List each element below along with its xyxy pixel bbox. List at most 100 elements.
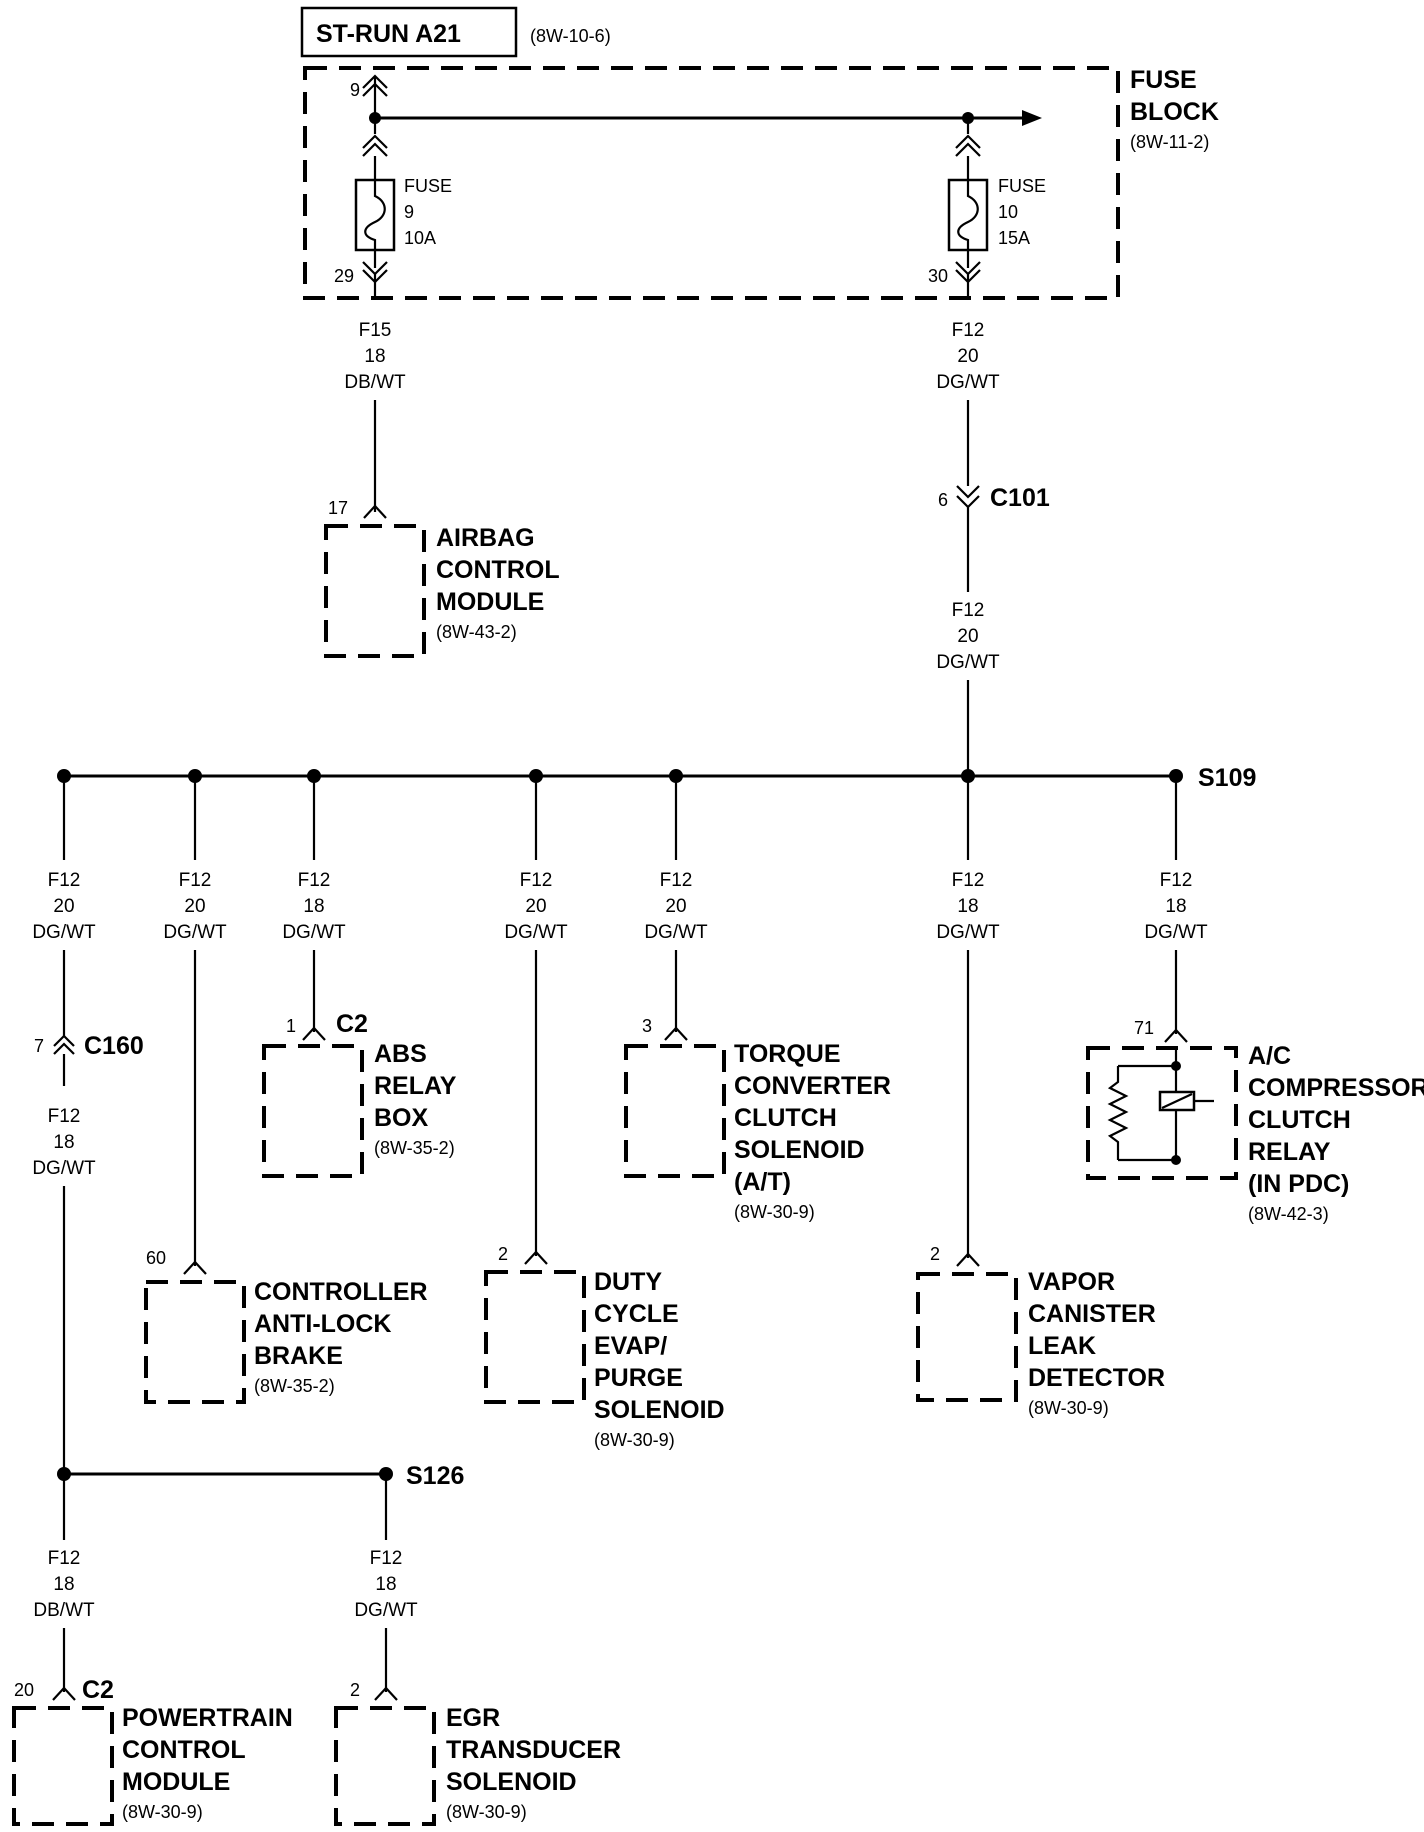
airbag-line1: AIRBAG [436,524,535,552]
egr-box [334,1706,436,1826]
fuse-block-outline [303,66,1120,300]
pcm-circuit: F12 [48,1548,81,1569]
torque-line4: SOLENOID [734,1136,865,1164]
header-title: ST-RUN A21 [316,20,461,48]
b7-gauge: 18 [1165,896,1186,917]
torque-line2: CONVERTER [734,1072,891,1100]
vapor-pin: 2 [930,1244,940,1264]
s109-label: S109 [1198,764,1256,792]
torque-box [624,1044,726,1178]
ac-line5: (IN PDC) [1248,1170,1349,1198]
ac-ref: (8W-42-3) [1248,1204,1329,1224]
b6-color: DG/WT [936,922,1000,943]
wire-f12-fuse10-gauge: 20 [957,346,978,367]
b6-gauge: 18 [957,896,978,917]
egr-line2: TRANSDUCER [446,1736,621,1764]
b2-color: DG/WT [163,922,227,943]
egr-circuit: F12 [370,1548,403,1569]
controller-line2: ANTI-LOCK [254,1310,391,1338]
fuse-block-input-pin: 9 [350,80,360,100]
wire-f15-circuit: F15 [359,320,392,341]
wire-f12-fuse10-circuit: F12 [952,320,985,341]
ac-line1: A/C [1248,1042,1291,1070]
fuse-9-rating: 10A [404,228,436,248]
pcm-line1: POWERTRAIN [122,1704,293,1732]
airbag-pin-symbol [363,504,387,519]
duty-ref: (8W-30-9) [594,1430,675,1450]
ac-line2: COMPRESSOR [1248,1074,1424,1102]
egr-line3: SOLENOID [446,1768,577,1796]
ac-pin: 71 [1134,1018,1154,1038]
b5-gauge: 20 [665,896,686,917]
vapor-line3: LEAK [1028,1332,1096,1360]
wire-f15-gauge: 18 [364,346,385,367]
abs-pin-symbol [302,1026,326,1041]
pcm-conn: C2 [82,1676,114,1704]
c160-symbol [53,1034,75,1055]
b5-color: DG/WT [644,922,708,943]
pcm-pin: 20 [14,1680,34,1700]
b4-gauge: 20 [525,896,546,917]
wire-f12-fuse10-color: DG/WT [936,372,1000,393]
pcm-line2: CONTROL [122,1736,246,1764]
controller-line3: BRAKE [254,1342,343,1370]
egr-gauge: 18 [375,1574,396,1595]
abs-ref: (8W-35-2) [374,1138,455,1158]
vapor-ref: (8W-30-9) [1028,1398,1109,1418]
b4-color: DG/WT [504,922,568,943]
abs-line1: ABS [374,1040,427,1068]
pcm-line3: MODULE [122,1768,230,1796]
torque-line5: (A/T) [734,1168,791,1196]
vapor-box [916,1272,1018,1402]
pcm-pin-symbol [52,1686,76,1701]
egr-line1: EGR [446,1704,500,1732]
pcm-color: DB/WT [33,1600,95,1621]
abs-box [262,1044,364,1178]
vapor-line1: VAPOR [1028,1268,1115,1296]
egr-pin-symbol [374,1686,398,1701]
c101-pin: 6 [938,490,948,510]
fuse-9 [354,118,396,300]
fuse-9-number: 9 [404,202,414,222]
abs-conn: C2 [336,1010,368,1038]
c160-pin: 7 [34,1036,44,1056]
duty-box [484,1270,586,1404]
wire-f12-c101-color: DG/WT [936,652,1000,673]
egr-pin: 2 [350,1680,360,1700]
duty-pin: 2 [498,1244,508,1264]
controller-line1: CONTROLLER [254,1278,428,1306]
torque-line3: CLUTCH [734,1104,837,1132]
fuse-10 [947,118,989,300]
wire-f12-c101-circuit: F12 [952,600,985,621]
duty-line1: DUTY [594,1268,662,1296]
b7-color: DG/WT [1144,922,1208,943]
fuse-10-label: FUSE [998,176,1046,196]
abs-line3: BOX [374,1104,429,1132]
abs-line2: RELAY [374,1072,457,1100]
airbag-module-box [324,524,426,658]
duty-line4: PURGE [594,1364,683,1392]
vapor-pin-symbol [956,1252,980,1267]
torque-line1: TORQUE [734,1040,841,1068]
bus-arrow [1022,110,1042,126]
torque-ref: (8W-30-9) [734,1202,815,1222]
c101-symbol [956,485,980,509]
wire-f12-c101-gauge: 20 [957,626,978,647]
branch-drops [62,776,1178,860]
abs-pin: 1 [286,1016,296,1036]
s126-label: S126 [406,1462,464,1490]
c160-color: DG/WT [32,1158,96,1179]
b2-gauge: 20 [184,896,205,917]
vapor-line2: CANISTER [1028,1300,1156,1328]
wire-f15-color: DB/WT [344,372,406,393]
ac-relay-box [1086,1046,1238,1180]
controller-pin-symbol [183,1260,207,1275]
pcm-ref: (8W-30-9) [122,1802,203,1822]
duty-line2: CYCLE [594,1300,679,1328]
b5-circuit: F12 [660,870,693,891]
b1-circuit: F12 [48,870,81,891]
fuse-9-label: FUSE [404,176,452,196]
b6-circuit: F12 [952,870,985,891]
controller-box [144,1280,246,1404]
